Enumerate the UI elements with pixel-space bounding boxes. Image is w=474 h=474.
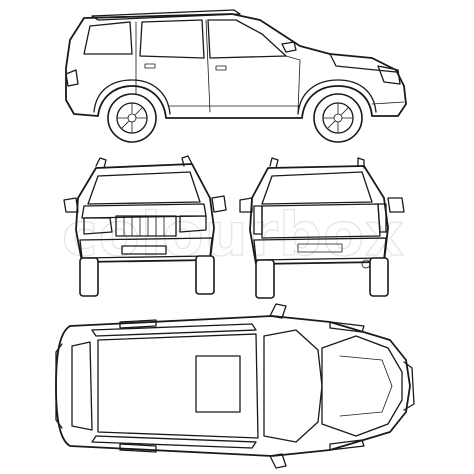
hood-crease — [339, 355, 393, 417]
b-pillar-line — [205, 19, 211, 113]
front-wheel-arch — [297, 79, 377, 115]
front-mirror-left — [63, 197, 79, 213]
rear-wheel-arch — [93, 79, 171, 115]
roof-rail — [91, 9, 241, 21]
headlight-left — [83, 217, 113, 235]
rear-roof-rail-left — [269, 157, 279, 169]
rear-view-tire-right — [369, 257, 389, 297]
front-view-tire-right — [195, 255, 215, 295]
front-bumper-line — [371, 101, 405, 105]
front-roof-rail-right — [181, 155, 193, 167]
tail-light-right — [377, 203, 387, 233]
front-view — [63, 155, 227, 297]
rear-mirror-left — [239, 197, 253, 213]
top-front-bumper — [403, 361, 415, 411]
rear-quarter-window — [83, 21, 133, 55]
front-mirror-right — [211, 195, 227, 213]
top-windshield — [263, 329, 323, 443]
front-door-window — [207, 19, 287, 59]
side-view — [65, 9, 407, 143]
headlight-side — [377, 65, 401, 85]
windshield — [87, 171, 201, 205]
front-view-tire-left — [79, 257, 99, 297]
rear-view-tire-left — [255, 259, 275, 299]
front-wheel — [313, 93, 363, 143]
grille-bars — [123, 215, 165, 237]
tail-light-left — [253, 205, 263, 235]
watermark-logo: colourbox — [61, 199, 405, 270]
top-front-wheel-right — [329, 439, 365, 451]
rear-door-window — [139, 19, 205, 59]
rear-window — [261, 171, 373, 205]
top-mirror-left — [269, 303, 287, 319]
rear-license-plate — [297, 243, 343, 253]
sunroof — [195, 355, 241, 413]
front-door-line — [285, 55, 301, 113]
top-roof — [97, 333, 259, 439]
rear-wheel — [107, 93, 157, 143]
side-body-outline — [65, 13, 407, 119]
watermark-text: colourbox — [62, 200, 405, 270]
rear-roof-rail-right — [357, 157, 365, 169]
rear-door-handle — [144, 63, 156, 69]
front-grille — [115, 215, 177, 237]
top-rear-bumper — [55, 343, 63, 429]
top-rear-window — [71, 341, 93, 431]
top-front-wheel-left — [329, 321, 365, 333]
tail-light-side — [65, 69, 79, 87]
top-rear-wheel-right — [119, 443, 157, 453]
rear-view — [239, 157, 405, 299]
top-view — [55, 303, 415, 469]
front-roof-rail-left — [95, 157, 107, 169]
top-roof-rail-lower — [91, 435, 257, 449]
top-mirror-right — [269, 453, 287, 469]
top-rear-wheel-left — [119, 319, 157, 329]
front-license-plate — [121, 245, 167, 255]
side-mirror — [281, 41, 297, 53]
top-roof-rail-upper — [91, 323, 257, 337]
top-hood — [321, 335, 403, 437]
headlight-right — [179, 215, 207, 233]
rear-mirror-right — [387, 197, 405, 213]
front-door-handle — [215, 65, 227, 71]
hood-line — [329, 53, 397, 73]
